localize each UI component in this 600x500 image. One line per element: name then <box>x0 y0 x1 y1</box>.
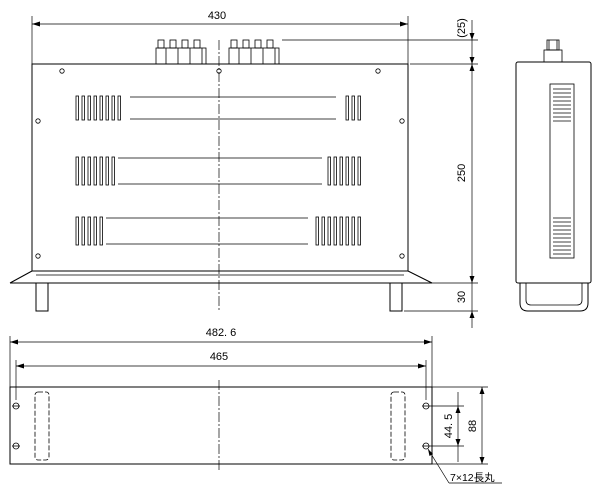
side-handle <box>519 283 589 312</box>
front-feet <box>35 282 403 312</box>
body-height-label: 250 <box>456 164 468 182</box>
connector-block-right <box>228 39 280 65</box>
panel-height-label: 88 <box>467 420 479 432</box>
dim-mount-pitch: 465 <box>15 351 427 400</box>
foot-height-label: 30 <box>456 291 468 303</box>
mount-pitch-label: 465 <box>210 351 228 363</box>
side-view <box>515 39 592 312</box>
vent-row-top <box>75 95 361 121</box>
panel-view <box>9 380 433 472</box>
front-screws <box>35 68 405 259</box>
slot-note-leader: 7×12長丸 <box>427 448 502 484</box>
dim-panel-width: 482. 6 <box>9 327 433 387</box>
dim-front-width: 430 <box>31 10 409 64</box>
slot-note-label: 7×12長丸 <box>450 471 495 484</box>
panel-width-label: 482. 6 <box>206 327 237 339</box>
connector-height-label: (25) <box>456 18 468 38</box>
vent-row-middle <box>75 156 361 186</box>
front-width-label: 430 <box>208 10 226 22</box>
dim-panel-vertical: 44. 5 88 <box>430 386 488 465</box>
vent-row-bottom <box>75 216 361 246</box>
panel-handle-right <box>390 391 406 461</box>
panel-handle-left <box>34 391 50 461</box>
front-view <box>9 39 433 312</box>
panel-outline <box>9 386 433 465</box>
hole-pitch-label: 44. 5 <box>443 414 455 438</box>
front-base-flange <box>9 270 433 284</box>
dim-vertical-right: (25) 250 30 <box>282 18 478 328</box>
mount-slots <box>12 402 430 450</box>
connector-block-left <box>155 39 207 65</box>
